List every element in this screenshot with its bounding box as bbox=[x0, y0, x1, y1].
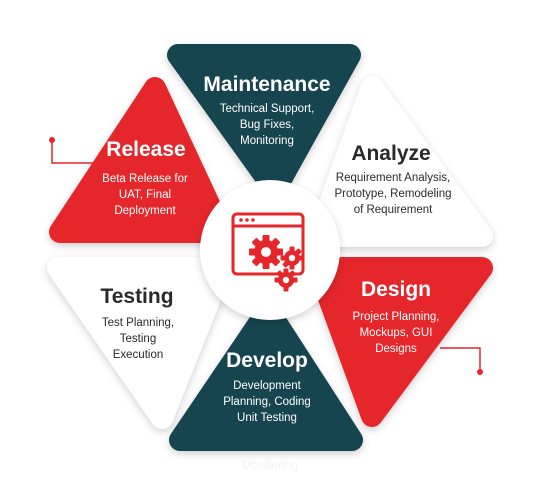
maintenance-line-1: Technical Support, bbox=[220, 103, 315, 115]
maintenance-title: Maintenance bbox=[203, 73, 330, 96]
segment-analyze-shape bbox=[307, 76, 493, 247]
develop-line-3: Unit Testing bbox=[237, 412, 297, 424]
develop-title: Develop bbox=[226, 349, 308, 372]
segment-develop: Develop Development Planning, Coding Uni… bbox=[169, 299, 363, 451]
analyze-line-3: of Requirement bbox=[354, 204, 433, 216]
design-line-2: Mockups, GUI bbox=[360, 327, 433, 339]
segment-testing-shape bbox=[47, 257, 233, 429]
design-line-3: Designs bbox=[375, 343, 417, 355]
analyze-line-2: Prototype, Remodeling bbox=[335, 188, 452, 200]
testing-line-1: Test Planning, bbox=[102, 317, 174, 329]
develop-line-2: Planning, Coding bbox=[223, 396, 311, 408]
testing-title: Testing bbox=[100, 285, 173, 308]
browser-gears-icon bbox=[231, 212, 305, 292]
release-line-2: UAT, Final bbox=[119, 189, 171, 201]
segment-design: Design Project Planning, Mockups, GUI De… bbox=[307, 257, 493, 427]
maintenance-line-2: Bug Fixes, bbox=[240, 119, 294, 131]
release-line-3: Deployment bbox=[114, 205, 176, 217]
analyze-title: Analyze bbox=[351, 142, 430, 165]
design-connector bbox=[440, 347, 483, 375]
analyze-line-1: Requirement Analysis, bbox=[336, 172, 450, 184]
center-hub bbox=[200, 180, 340, 320]
segment-release: Release Beta Release for UAT, Final Depl… bbox=[49, 77, 233, 243]
release-title: Release bbox=[106, 138, 185, 161]
ghost-caption: Monitoring bbox=[242, 458, 298, 472]
segment-maintenance: Maintenance Technical Support, Bug Fixes… bbox=[167, 44, 361, 201]
release-connector bbox=[49, 137, 110, 164]
maintenance-line-3: Monitoring bbox=[240, 135, 294, 147]
testing-line-3: Execution bbox=[113, 349, 164, 361]
segment-develop-shape bbox=[169, 299, 363, 451]
design-line-1: Project Planning, bbox=[353, 311, 440, 323]
segment-release-shape bbox=[49, 77, 233, 243]
testing-line-2: Testing bbox=[120, 333, 156, 345]
develop-line-1: Development bbox=[233, 380, 302, 392]
segment-design-shape bbox=[307, 257, 493, 427]
segment-testing: Testing Test Planning, Testing Execution bbox=[47, 257, 233, 429]
design-title: Design bbox=[361, 278, 431, 301]
segment-analyze: Analyze Requirement Analysis, Prototype,… bbox=[307, 76, 493, 247]
release-line-1: Beta Release for bbox=[102, 173, 188, 185]
segment-maintenance-shape bbox=[167, 44, 361, 201]
